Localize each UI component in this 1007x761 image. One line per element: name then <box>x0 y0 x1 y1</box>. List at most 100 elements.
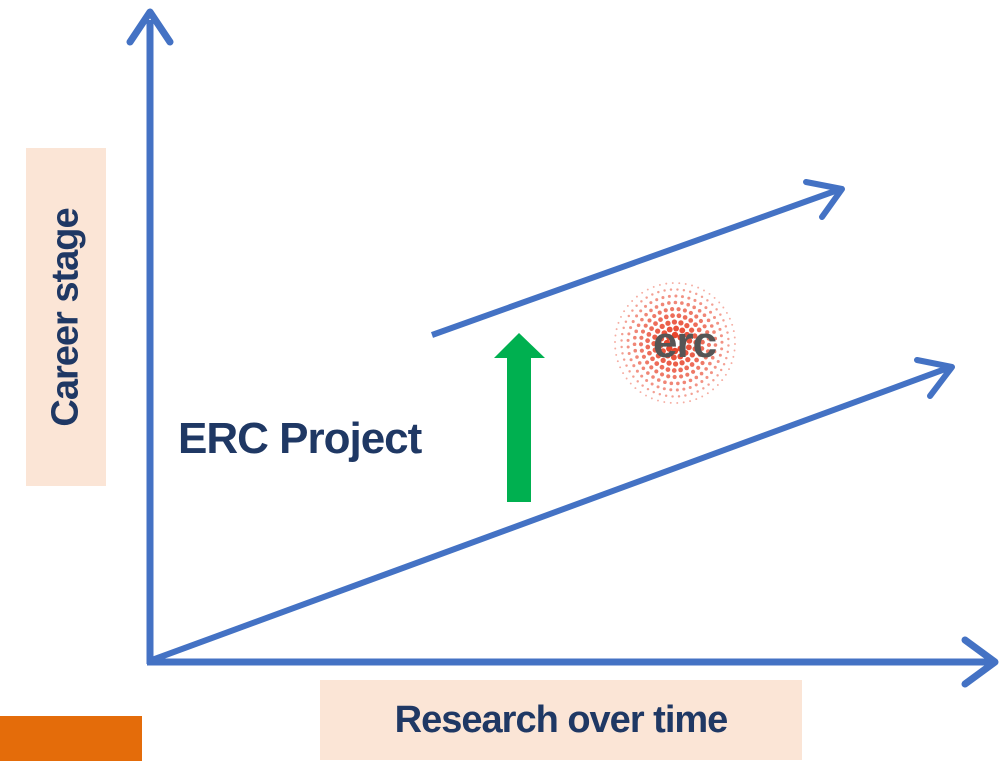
erc-logo-dot <box>616 360 619 363</box>
erc-logo-dot <box>645 296 648 299</box>
erc-logo-dot <box>671 347 679 355</box>
erc-logo-dot <box>661 296 665 300</box>
erc-logo-dot <box>655 353 662 359</box>
erc-logo-dot <box>682 289 686 292</box>
erc-logo-dot <box>719 313 722 316</box>
erc-logo-dot <box>643 304 648 308</box>
erc-logo-dot <box>652 390 655 394</box>
erc-logo-dot <box>664 352 671 359</box>
erc-logo-dot <box>675 388 679 392</box>
erc-logo-dot <box>641 354 647 359</box>
erc-logo-dot <box>689 362 695 367</box>
erc-logo-dot <box>702 324 707 329</box>
erc-logo-dot <box>644 312 648 317</box>
erc-logo-dot <box>721 379 724 382</box>
erc-logo-dot <box>646 332 652 337</box>
erc-logo-dot <box>684 331 690 338</box>
erc-logo-dot <box>695 292 698 296</box>
erc-logo-dot <box>654 369 659 374</box>
erc-logo-dot <box>625 364 628 367</box>
erc-logo-dot <box>638 342 644 347</box>
erc-logo-dot <box>641 366 646 371</box>
erc-logo-dot <box>669 381 674 386</box>
erc-logo-dot <box>620 339 623 342</box>
erc-logo-dot <box>665 320 671 326</box>
erc-logo-dot <box>727 337 730 341</box>
erc-logo-dot <box>640 374 644 378</box>
erc-logo-dot <box>635 369 639 373</box>
erc-logo-dot <box>628 370 631 373</box>
x-axis-arrowhead <box>961 636 999 688</box>
erc-logo-dot <box>615 328 618 331</box>
erc-logo-dot <box>619 366 622 369</box>
erc-logo-dot <box>724 325 728 328</box>
erc-logo-dot <box>647 350 652 356</box>
erc-logo-dot <box>679 327 686 334</box>
erc-logo-dot <box>706 392 709 395</box>
erc-logo-dot <box>649 308 653 313</box>
erc-logo-dot <box>667 294 671 298</box>
erc-logo-dot <box>652 313 657 319</box>
erc-logo-dot <box>691 369 696 374</box>
erc-logo-dot <box>693 339 699 346</box>
erc-logo-dot <box>661 330 668 337</box>
erc-logo-dot <box>652 334 658 340</box>
erc-logo-dot <box>712 379 715 382</box>
erc-logo-dot <box>626 345 630 349</box>
erc-logo-dot <box>696 327 702 333</box>
erc-logo-dot <box>702 313 707 318</box>
erc-logo-dot <box>713 336 718 341</box>
erc-logo-dot <box>650 382 654 386</box>
erc-logo-dot <box>656 385 660 389</box>
erc-logo-dot <box>720 340 724 344</box>
erc-logo-dot <box>678 320 684 326</box>
erc-logo-dot <box>647 318 652 323</box>
erc-logo-dot <box>665 282 668 285</box>
erc-logo-dot <box>682 401 685 404</box>
erc-logo-dot <box>670 354 677 361</box>
erc-logo-dot <box>685 356 691 363</box>
x-axis-label-box: Research over time <box>320 680 802 760</box>
erc-logo-dot <box>635 314 639 318</box>
erc-logo-dot <box>726 331 729 334</box>
erc-logo-dot <box>694 357 699 363</box>
erc-logo-dot <box>704 306 708 310</box>
erc-logo-dot <box>700 380 704 384</box>
erc-logo-dot <box>713 296 716 299</box>
erc-logo-dot <box>672 361 679 367</box>
erc-logo-dot <box>698 318 703 324</box>
erc-logo-dot <box>682 308 687 313</box>
erc-logo-dot <box>669 388 673 392</box>
erc-logo-dot <box>676 381 680 386</box>
erc-logo-text: erc <box>653 318 717 367</box>
erc-logo-dot <box>657 342 664 349</box>
erc-logo-dot <box>650 397 653 400</box>
y-axis-arrowhead <box>126 8 174 46</box>
erc-logo-dot <box>634 329 639 334</box>
erc-logo-dot <box>676 288 679 291</box>
erc-logo-dot <box>685 372 690 377</box>
erc-logo-dot <box>711 303 714 306</box>
erc-logo-dot <box>646 387 650 391</box>
erc-logo-dot <box>632 364 636 368</box>
erc-logo-dot <box>654 361 660 366</box>
erc-logo-dot <box>663 401 666 403</box>
erc-logo-dot <box>691 284 693 287</box>
erc-logo-dot <box>651 375 655 379</box>
erc-logo-dot <box>692 346 698 352</box>
erc-logo-dot <box>655 298 659 302</box>
erc-logo-dot <box>636 323 641 328</box>
erc-logo-dot <box>733 336 736 339</box>
erc-logo-dot <box>665 367 671 372</box>
erc-logo-dot <box>633 348 638 353</box>
x-axis-label: Research over time <box>394 698 729 741</box>
erc-logo-dot <box>728 368 730 371</box>
erc-logo-dot <box>709 310 713 314</box>
erc-logo-dot <box>658 335 665 342</box>
erc-logo-dot <box>671 319 678 325</box>
erc-logo-dot <box>712 315 716 320</box>
erc-logo-dot <box>682 315 688 320</box>
erc-logo-dot <box>659 372 665 377</box>
erc-logo-dot <box>653 321 658 326</box>
